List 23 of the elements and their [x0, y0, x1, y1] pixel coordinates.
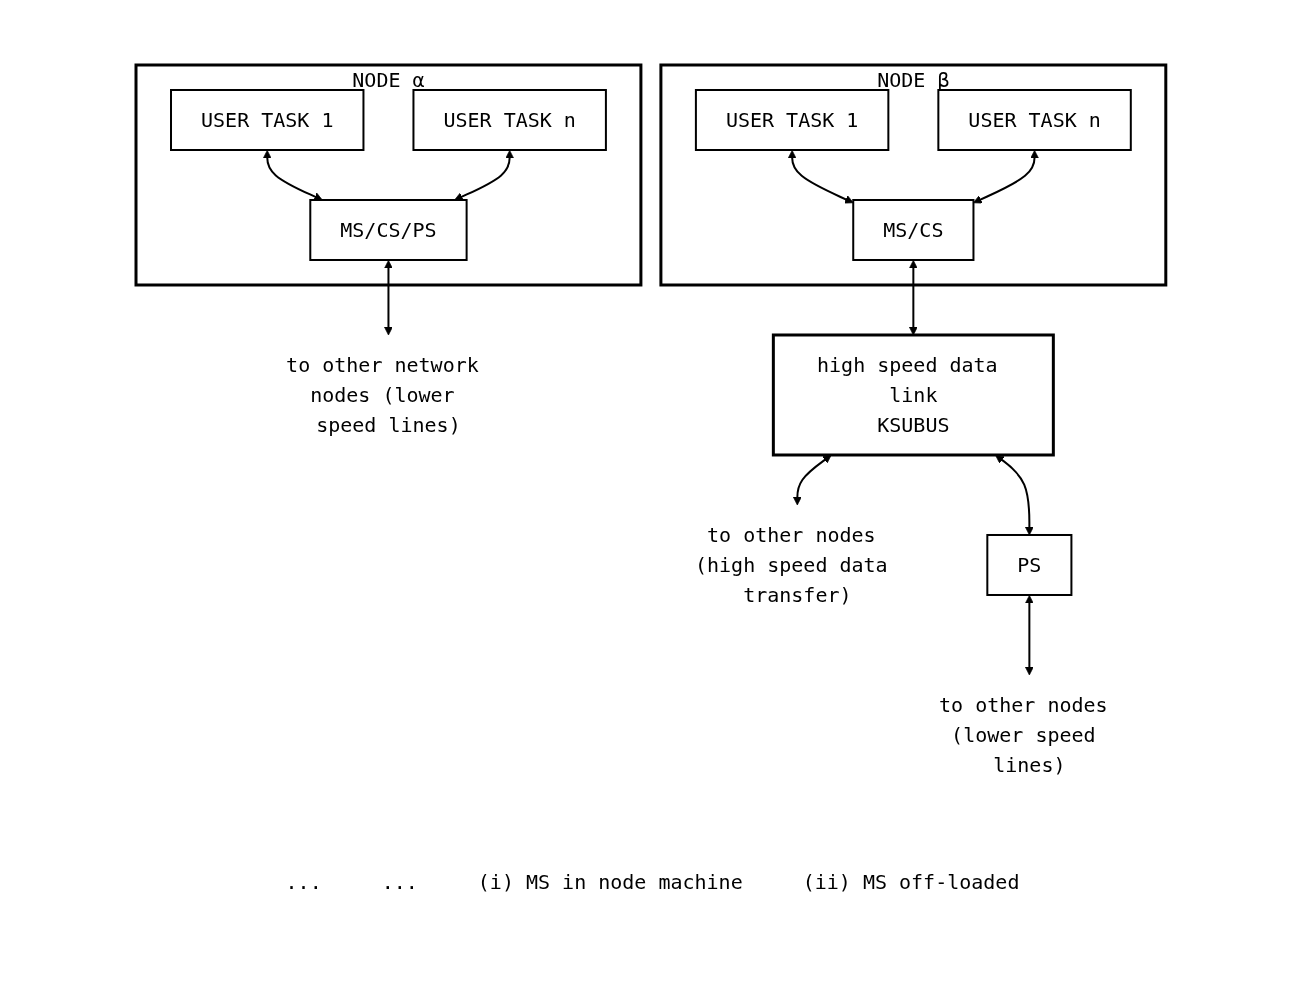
node-box: MS/CS/PS	[309, 199, 468, 261]
note-text: (i) MS in node machine	[477, 870, 743, 894]
node-box: USER TASK 1	[694, 89, 890, 151]
node-box: USER TASK n	[937, 89, 1132, 151]
note-text: (ii) MS off-loaded	[802, 870, 1020, 894]
node-box: high speed data link KSUBUS	[771, 333, 1055, 457]
node-text: to other nodes (high speed data transfer)	[694, 522, 888, 607]
node-box: PS	[986, 534, 1073, 596]
node-text: to other nodes (lower speed lines)	[938, 692, 1108, 777]
node-text: to other network nodes (lower speed lines)	[285, 352, 479, 437]
arrow	[383, 260, 393, 336]
arrow	[262, 150, 323, 201]
note-text: ...	[285, 870, 322, 894]
arrow	[1024, 595, 1034, 676]
note-text: ...	[381, 870, 418, 894]
arrow	[454, 150, 514, 201]
arrow	[787, 150, 854, 204]
node-box: USER TASK n	[412, 89, 607, 151]
node-box: USER TASK 1	[169, 89, 365, 151]
arrow	[792, 454, 832, 506]
node-box: MS/CS	[852, 199, 975, 261]
arrow	[972, 150, 1039, 204]
arrow	[995, 454, 1034, 536]
